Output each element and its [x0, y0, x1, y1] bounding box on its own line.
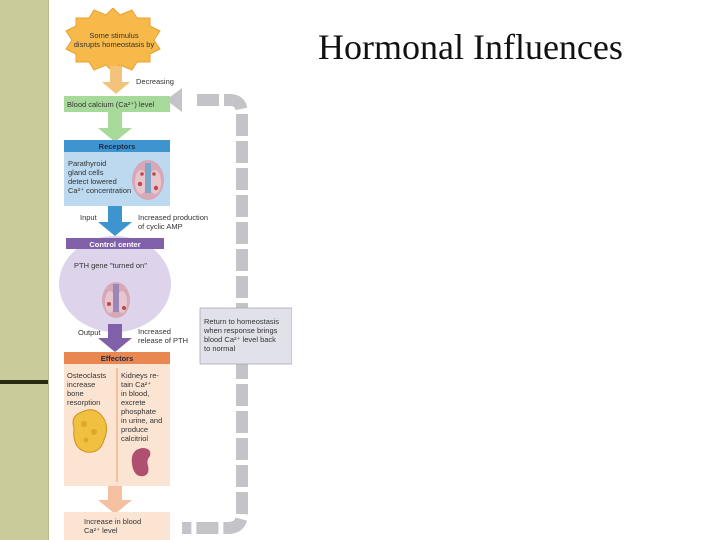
receptors-text-4: Ca²⁺ concentration: [68, 186, 131, 195]
receptors-text-3: detect lowered: [68, 177, 117, 186]
control-center-text: PTH gene "turned on": [74, 261, 147, 270]
arrow-3: [98, 206, 132, 236]
effectors-right-6: in urine, and: [121, 416, 162, 425]
arrow-5: [98, 486, 132, 514]
effectors-right-2: tain Ca²⁺: [121, 380, 151, 389]
arrow-1: [102, 66, 130, 94]
level-label: Blood calcium (Ca²⁺) level: [67, 100, 155, 109]
output-desc-2: release of PTH: [138, 336, 188, 345]
decreasing-label: Decreasing: [136, 77, 174, 86]
arrow-2: [98, 112, 132, 142]
return-box: [199, 307, 292, 365]
effectors-left-3: bone: [67, 389, 84, 398]
return-text-1: Return to homeostasis: [204, 317, 279, 326]
input-desc-1: Increased production: [138, 213, 208, 222]
output-label: Output: [78, 328, 101, 337]
effectors-right-3: in blood,: [121, 389, 149, 398]
result-text-1: Increase in blood: [84, 517, 141, 526]
kidney-icon: [131, 448, 151, 477]
result-box: [64, 512, 170, 540]
effectors-right-7: produce: [121, 425, 148, 434]
slide-title: Hormonal Influences: [318, 27, 623, 67]
receptors-text-2: gland cells: [68, 168, 104, 177]
effectors-right-8: calcitriol: [121, 434, 148, 443]
effectors-right-1: Kidneys re-: [121, 371, 159, 380]
effectors-right-4: excrete: [121, 398, 146, 407]
control-center-header: Control center: [89, 240, 140, 249]
thyroid-icon: [132, 160, 164, 200]
arrow-4: [98, 324, 132, 352]
side-bar-accent-line: [0, 380, 48, 384]
input-desc-2: of cyclic AMP: [138, 222, 183, 231]
control-center-header-bar: [66, 238, 164, 249]
bone-tissue-icon: [72, 409, 108, 453]
effectors-header: Effectors: [101, 354, 134, 363]
result-text-2: Ca²⁺ level: [84, 526, 118, 535]
stimulus-line-2: disrupts homeostasis by: [74, 40, 155, 49]
input-label: Input: [80, 213, 98, 222]
return-arrow-head: [166, 88, 182, 112]
receptors-header: Receptors: [99, 142, 136, 151]
thyroid-gene-icon: [102, 282, 130, 318]
return-text-4: to normal: [204, 344, 236, 353]
effectors-right-5: phosphate: [121, 407, 156, 416]
receptors-header-bar: [64, 140, 170, 152]
return-text-3: blood Ca²⁺ level back: [204, 335, 276, 344]
homeostasis-diagram: Some stimulus disrupts homeostasis by De…: [52, 8, 292, 540]
level-box: [64, 96, 170, 112]
effectors-header-bar: [64, 352, 170, 364]
output-desc-1: Increased: [138, 327, 171, 336]
effectors-left-1: Osteoclasts: [67, 371, 106, 380]
effectors-left-4: resorption: [67, 398, 100, 407]
stimulus-line-1: Some stimulus: [89, 31, 138, 40]
side-divider: [48, 0, 49, 540]
receptors-text-1: Parathyroid: [68, 159, 106, 168]
effectors-left-2: increase: [67, 380, 95, 389]
slide-side-bar: [0, 0, 48, 540]
return-text-2: when response brings: [203, 326, 278, 335]
